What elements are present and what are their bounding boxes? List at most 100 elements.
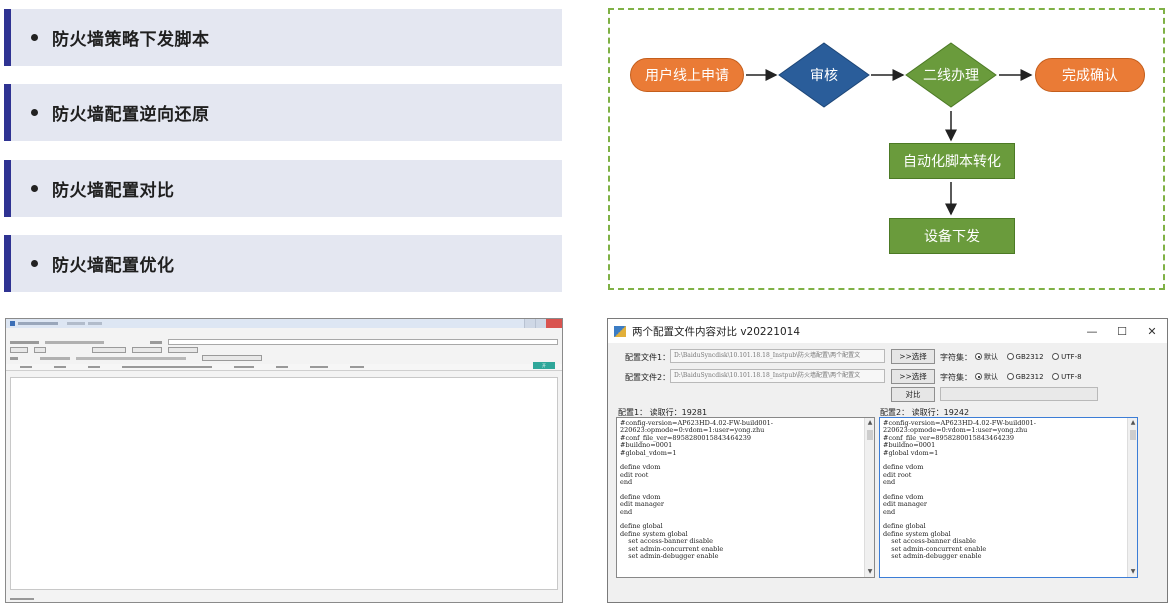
node-complete-confirm: 完成确认	[1035, 58, 1145, 92]
bullet-card-config-optimize: 防火墙配置优化	[4, 235, 562, 292]
scroll-down-icon[interactable]: ▼	[1130, 568, 1136, 575]
config-line: 220623:opmode=0:vdom=1:user=yong.zhu	[883, 427, 1028, 435]
go-button[interactable]: 开	[533, 362, 555, 369]
right-pane-header: 配置2： 读取行：19242	[880, 408, 970, 417]
filter-button[interactable]	[202, 355, 262, 361]
config-line: define system global	[883, 530, 951, 538]
window-title: 两个配置文件内容对比 v20221014	[632, 325, 800, 338]
file2-choose-button[interactable]: >>选择	[891, 369, 935, 384]
scroll-thumb[interactable]	[1130, 430, 1136, 440]
left-config-lines: #config-version=AP623HD-4.02-FW-build001…	[620, 420, 860, 560]
col-header	[350, 366, 364, 368]
maximize-button[interactable]: ☐	[1117, 324, 1127, 338]
col-header	[310, 366, 328, 368]
config-line	[620, 487, 860, 494]
config-line	[883, 487, 1123, 494]
config-line: edit root	[883, 471, 912, 479]
file1-charset-default-label: 默认	[984, 353, 998, 361]
node-device-deploy-label: 设备下发	[924, 229, 980, 245]
left-config-textbox[interactable]: #config-version=AP623HD-4.02-FW-build001…	[616, 417, 875, 578]
scroll-up-icon[interactable]: ▲	[1130, 419, 1136, 426]
file1-charset-utf8-radio[interactable]	[1052, 353, 1060, 360]
config-line: edit manager	[883, 501, 927, 509]
node-review-label: 审核	[810, 68, 838, 84]
app-icon	[614, 325, 626, 337]
close-button[interactable]: ✕	[1147, 324, 1157, 338]
compare-button[interactable]: 对比	[891, 387, 935, 402]
file2-charset-gb2312-radio[interactable]	[1006, 373, 1014, 380]
bullet-dot	[31, 34, 38, 41]
filter-label	[10, 356, 18, 360]
node-auto-script: 自动化脚本转化	[889, 143, 1015, 179]
config-line: #buildno=0001	[883, 442, 936, 450]
scroll-thumb[interactable]	[867, 430, 873, 440]
file1-charset-default-radio[interactable]	[975, 353, 982, 360]
filter-options[interactable]	[40, 356, 70, 360]
left-scrollbar[interactable]: ▲ ▼	[864, 418, 874, 577]
close-button[interactable]	[546, 319, 562, 328]
file1-label: 配置文件1：	[625, 353, 671, 362]
config-line: #buildno=0001	[620, 442, 673, 450]
file1-choose-button[interactable]: >>选择	[891, 349, 935, 364]
file1-charset-gb2312-radio[interactable]	[1006, 353, 1014, 360]
node-user-apply-label: 用户线上申请	[645, 68, 729, 84]
file2-charset-utf8-radio[interactable]	[1052, 373, 1060, 380]
right-config-textbox[interactable]: #config-version=AP623HD-4.02-FW-build001…	[879, 417, 1138, 578]
tool-button[interactable]	[168, 347, 198, 353]
config-line: #conf_file_ver=8958280015843464239	[620, 434, 751, 442]
bullet-text: 防火墙配置对比	[52, 181, 175, 201]
file1-path-field[interactable]: D:\BaiduSyncdisk\10.101.18.18_Instpub\防火…	[670, 349, 885, 363]
node-review: 审核	[778, 42, 870, 108]
col-header	[234, 366, 254, 368]
bullet-dot	[31, 260, 38, 267]
file2-charset-label: 字符集：	[940, 373, 972, 382]
minimize-button[interactable]	[524, 319, 535, 328]
tool-button[interactable]	[92, 347, 126, 353]
col-header	[20, 366, 32, 368]
config-line: end	[883, 508, 896, 516]
right-config-lines: #config-version=AP623HD-4.02-FW-build001…	[883, 420, 1123, 560]
right-scrollbar[interactable]: ▲ ▼	[1127, 418, 1137, 577]
file1-charset-label: 字符集：	[940, 353, 972, 362]
app-icon	[10, 321, 15, 326]
policy-app-options-row	[6, 338, 562, 346]
config-line: #global_vdom=1	[620, 449, 677, 457]
bullet-dot	[31, 185, 38, 192]
col-header	[122, 366, 212, 368]
scroll-up-icon[interactable]: ▲	[867, 419, 873, 426]
config-line	[620, 516, 860, 523]
compare-app-titlebar: 两个配置文件内容对比 v20221014 — ☐ ✕	[608, 319, 1167, 343]
policy-app-titlebar	[6, 319, 562, 328]
file2-path-field[interactable]: D:\BaiduSyncdisk\10.101.18.18_Instpub\防火…	[670, 369, 885, 383]
compare-app-window: 两个配置文件内容对比 v20221014 — ☐ ✕ 配置文件1： D:\Bai…	[607, 318, 1168, 603]
node-complete-confirm-label: 完成确认	[1062, 68, 1118, 84]
col-header	[54, 366, 66, 368]
config-line: define vdom	[883, 464, 924, 472]
policy-input-field[interactable]	[167, 339, 559, 345]
config-line: #conf_file_ver=8958280015843464239	[883, 434, 1014, 442]
config-line: define system global	[620, 530, 688, 538]
node-auto-script-label: 自动化脚本转化	[903, 154, 1001, 170]
filter-text	[76, 356, 186, 360]
config-line: #global vdom=1	[883, 449, 939, 457]
scroll-down-icon[interactable]: ▼	[867, 568, 873, 575]
maximize-button[interactable]	[535, 319, 546, 328]
config-line: define global	[883, 523, 926, 531]
config-line: end	[620, 479, 633, 487]
file2-charset-utf8-label: UTF-8	[1061, 373, 1082, 381]
policy-grid[interactable]	[10, 377, 558, 590]
tool-button[interactable]	[132, 347, 162, 353]
config-line: edit root	[620, 471, 649, 479]
tool-button[interactable]	[10, 347, 28, 353]
config-line: define vdom	[620, 464, 661, 472]
tool-button[interactable]	[34, 347, 46, 353]
bullet-text: 防火墙配置优化	[52, 256, 175, 276]
minimize-button[interactable]: —	[1086, 324, 1098, 338]
diamond-shape	[778, 42, 870, 108]
option-radios[interactable]	[45, 340, 104, 344]
flow-arrows	[746, 69, 1033, 216]
file2-charset-default-radio[interactable]	[975, 373, 982, 380]
config-line: define vdom	[883, 493, 924, 501]
policy-app-filter-row	[6, 354, 562, 362]
